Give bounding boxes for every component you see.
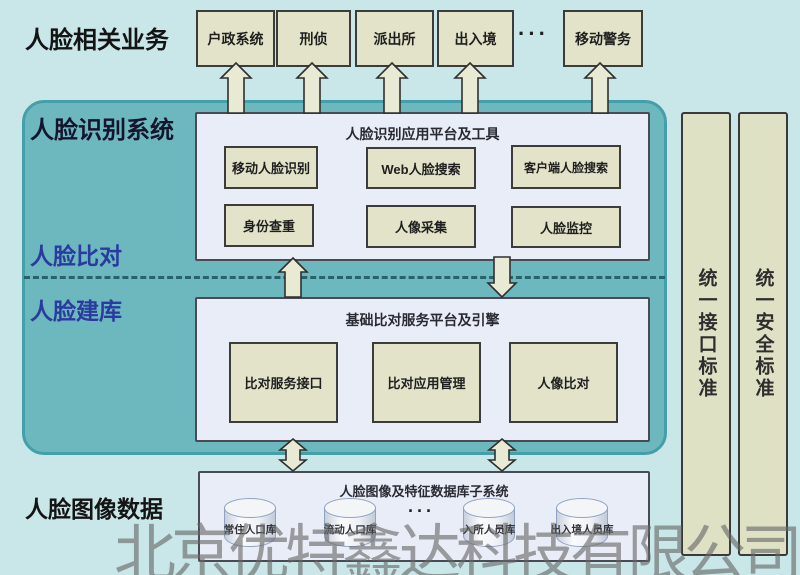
ellipsis-more-systems: ··· [518,21,549,46]
system-box-label: 派出所 [373,30,416,47]
tool-box-label: 移动人脸识别 [231,161,310,176]
system-box-paichusuo: 派出所 [355,10,434,67]
module-box-label: 比对服务接口 [244,376,323,391]
database-cylinder-icon [224,498,276,548]
database-label-entry-exit: 出入境人员库 [550,524,614,536]
database-cylinder-icon [556,498,608,548]
database-cylinder-icon [324,498,376,548]
recognition-platform-panel: 人脸识别应用平台及工具 移动人脸识别 Web人脸搜索 客户端人脸搜索 身份查重 … [195,112,650,261]
tool-box-client-search: 客户端人脸搜索 [511,145,621,189]
tool-box-label: 人像采集 [394,220,447,235]
tool-box-label: 人脸监控 [539,220,592,236]
compare-engine-title: 基础比对服务平台及引擎 [345,312,500,328]
face-database-subsystem-panel: 人脸图像及特征数据库子系统 ··· 常住人口库 流动人口库 入所人员库 出入境人… [198,471,650,562]
tool-box-web-search: Web人脸搜索 [366,147,476,189]
tool-box-face-monitor: 人脸监控 [511,206,621,248]
tool-box-label: 客户端人脸搜索 [523,160,608,175]
compare-build-divider [24,276,665,279]
section-label-face-business: 人脸相关业务 [25,27,169,54]
standard-bar-interface: 统一接口标准 [681,112,731,556]
tool-box-portrait-capture: 人像采集 [366,205,476,248]
ellipsis-more-databases: ··· [408,501,435,521]
module-box-portrait-compare: 人像比对 [509,342,618,423]
tool-box-label: Web人脸搜索 [381,161,461,177]
standard-bar-label: 统一接口标准 [695,268,717,400]
system-box-xingzhen: 刑侦 [276,10,351,67]
system-box-label: 刑侦 [299,30,328,47]
database-label-migrant: 流动人口库 [323,524,377,536]
compare-engine-panel: 基础比对服务平台及引擎 比对服务接口 比对应用管理 人像比对 [195,297,650,442]
tool-box-mobile-recognition: 移动人脸识别 [224,146,318,189]
section-label-recognition-system: 人脸识别系统 [30,117,174,144]
system-box-label: 移动警务 [575,30,631,47]
module-box-label: 比对应用管理 [387,376,466,391]
system-box-huzheng: 户政系统 [196,10,275,67]
section-label-face-compare: 人脸比对 [30,243,122,269]
database-label-resident: 常住人口库 [223,524,277,536]
system-box-yidong-jingwu: 移动警务 [563,10,643,67]
module-box-compare-app-mgmt: 比对应用管理 [372,342,481,423]
recognition-platform-title: 人脸识别应用平台及工具 [345,126,500,142]
module-box-compare-service-api: 比对服务接口 [229,342,338,423]
section-label-face-image-data: 人脸图像数据 [25,496,163,522]
module-box-label: 人像比对 [537,376,590,391]
tool-box-identity-dedup: 身份查重 [224,204,314,247]
standard-bar-label: 统一安全标准 [752,268,774,400]
section-label-face-build: 人脸建库 [30,298,122,324]
database-cylinder-icon [463,498,515,548]
standard-bar-security: 统一安全标准 [738,112,788,556]
database-label-detained: 入所人员库 [462,524,516,536]
system-box-label: 户政系统 [207,30,264,47]
system-box-label: 出入境 [454,30,497,47]
face-database-subsystem-title: 人脸图像及特征数据库子系统 [339,484,509,499]
tool-box-label: 身份查重 [242,219,295,234]
system-box-churujing: 出入境 [437,10,514,67]
